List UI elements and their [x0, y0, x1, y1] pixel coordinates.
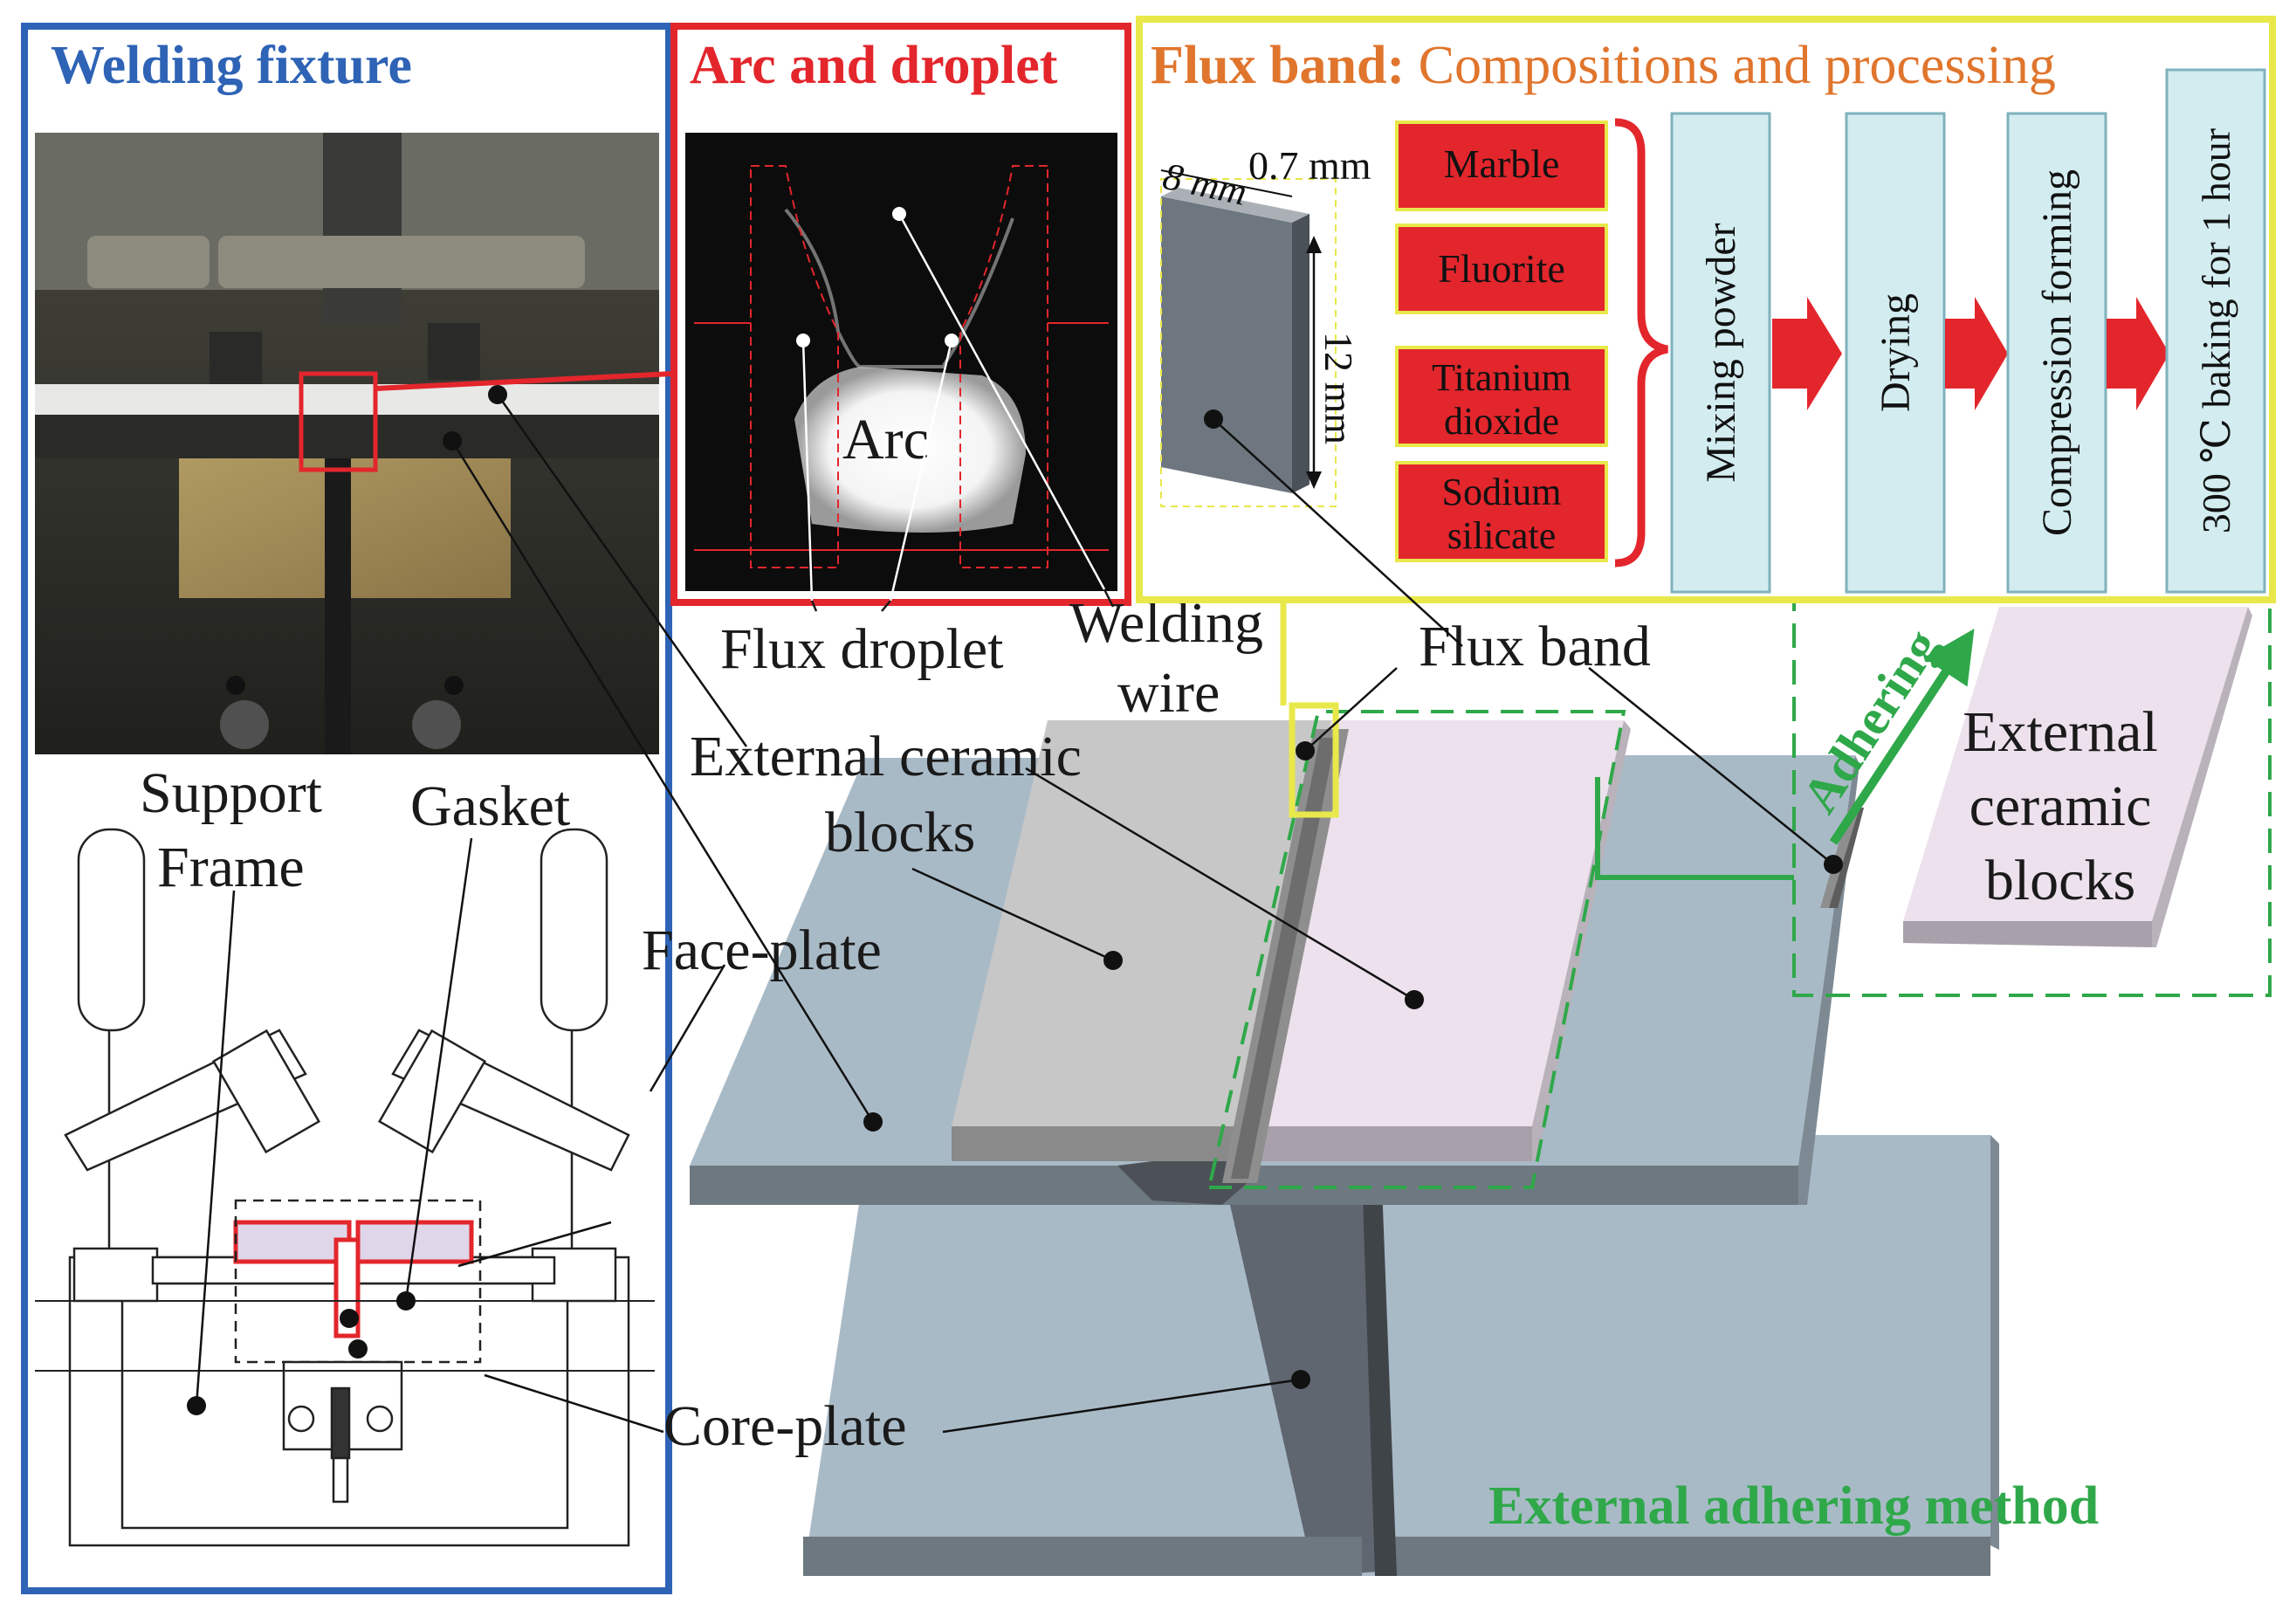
fixture-photo — [35, 133, 673, 754]
arc-label: Arc — [842, 408, 929, 471]
core-plate-3d — [803, 1135, 1999, 1576]
right-arrow-icon — [1945, 297, 2008, 410]
process-box-compression — [2006, 112, 2107, 594]
process-box-drying — [1845, 112, 1946, 594]
method-title: External adhering method — [1488, 1476, 2099, 1536]
process-mixing: Mixing powder — [1698, 223, 1744, 482]
composition-sodium-1: Sodium — [1442, 471, 1562, 513]
composition-titanium-1: Titanium — [1432, 356, 1571, 399]
right-arrow-icon — [2107, 297, 2169, 410]
composition-titanium-2: dioxide — [1444, 400, 1559, 443]
composition-box-marble — [1395, 120, 1608, 211]
process-drying: Drying — [1873, 293, 1919, 412]
composition-sodium-2: silicate — [1447, 514, 1557, 557]
face-plate-label: Face-plate — [642, 919, 882, 982]
composition-box-sodium — [1395, 461, 1608, 562]
composition-marble: Marble — [1444, 141, 1560, 186]
arc-title: Arc and droplet — [690, 36, 1058, 95]
flux-band-panel: Flux band: Compositions and processing 8… — [1136, 16, 2276, 603]
flux-droplet-label: Flux droplet — [720, 617, 1004, 681]
fixture-title: Welding fixture — [51, 36, 412, 95]
flux-title-rest: Compositions and processing — [1405, 36, 2056, 95]
gasket-label: Gasket — [410, 774, 570, 838]
main-assembly — [690, 602, 1999, 1576]
dim-length-label: 12 mm — [1316, 332, 1361, 444]
adhering-arrow-icon — [1829, 628, 1975, 845]
process-box-mixing — [1670, 112, 1771, 594]
brace-icon — [1614, 118, 1669, 568]
ext-block-label-2: ceramic — [1969, 774, 2152, 838]
fixture-drawing — [35, 828, 655, 1547]
support-label: Support — [140, 761, 322, 825]
dim-thickness-label: 0.7 mm — [1248, 143, 1371, 188]
external-ceramic-label: External ceramic — [690, 725, 1082, 788]
flux-title-bold: Flux band: — [1151, 36, 1405, 95]
flux-band-strip — [1222, 729, 1349, 1183]
flux-title: Flux band: Compositions and processing — [1151, 36, 2056, 95]
leader-dots — [187, 385, 1843, 1415]
composition-box-titanium — [1395, 346, 1608, 447]
assembly-dashed-outline — [1206, 710, 1626, 1189]
blocks-label: blocks — [825, 801, 975, 864]
flux-band-sample — [1160, 178, 1337, 507]
composition-list: Marble Fluorite Titanium dioxide Sodium … — [1395, 120, 1608, 562]
process-steps: Mixing powder Drying Compression forming… — [1670, 68, 2266, 594]
ceramic-block-gray — [952, 720, 1336, 1161]
welding-fixture-panel: Welding fixture — [21, 23, 907, 1594]
right-arrow-icon — [1772, 297, 1842, 410]
frame-label: Frame — [157, 836, 305, 899]
arc-glow — [794, 367, 1026, 533]
core-plate-label: Core-plate — [663, 1394, 907, 1458]
ext-block-label-3: blocks — [1985, 849, 2135, 912]
process-baking: 300 ℃ baking for 1 hour — [2194, 128, 2238, 533]
process-box-baking — [2165, 68, 2266, 594]
green-connector — [1595, 777, 1794, 880]
wire-label: wire — [1117, 661, 1220, 725]
flux-band-highlight-box — [1289, 702, 1339, 818]
composition-fluorite: Fluorite — [1438, 246, 1565, 291]
external-block-right — [1903, 607, 2252, 947]
arc-droplet-panel: Arc and droplet Arc — [670, 23, 1131, 606]
composition-box-fluorite — [1395, 224, 1608, 314]
process-compression: Compression forming — [2034, 169, 2080, 536]
flux-band-label: Flux band — [1419, 615, 1651, 678]
ext-block-label-1: External — [1963, 700, 2158, 764]
leader-lines — [195, 394, 1834, 1434]
arc-leader-lines — [810, 588, 1115, 612]
